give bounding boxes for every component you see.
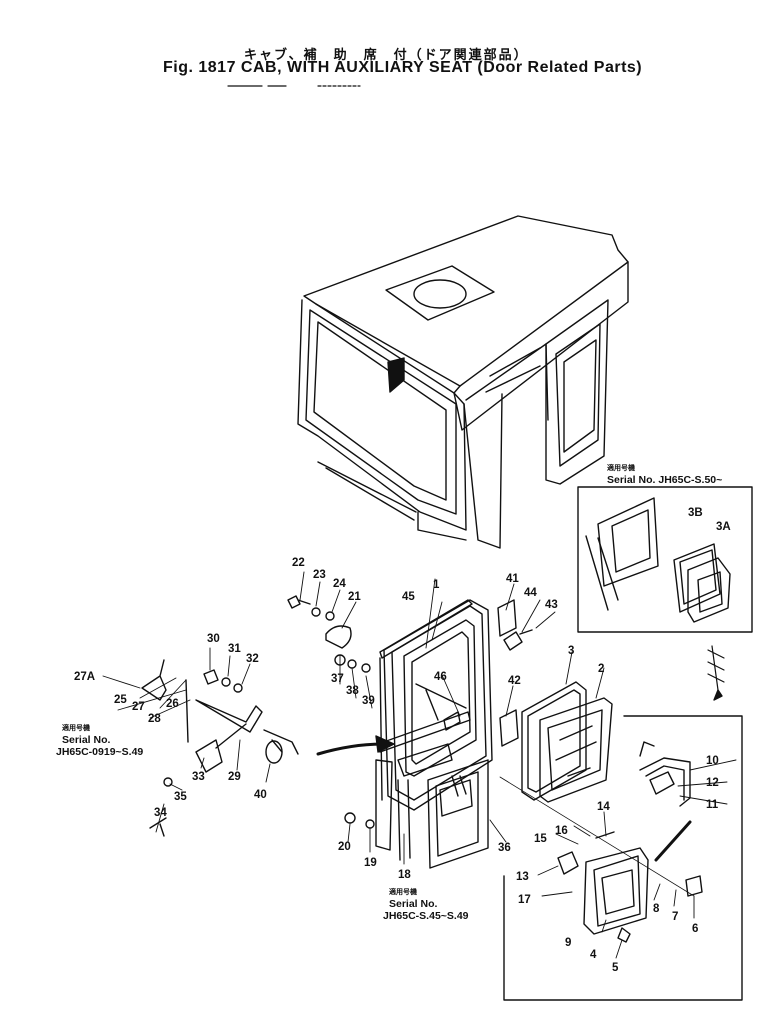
callout-3: 3: [568, 645, 574, 657]
callout-21: 21: [348, 591, 361, 603]
callout-23: 23: [313, 569, 326, 581]
callout-20: 20: [338, 841, 351, 853]
callout-42: 42: [508, 675, 521, 687]
callout-16: 16: [555, 825, 568, 837]
callout-22: 22: [292, 557, 305, 569]
callout-18: 18: [398, 869, 411, 881]
door-assembly: [375, 599, 519, 869]
callout-34: 34: [154, 807, 167, 819]
callout-7: 7: [672, 911, 678, 923]
callout-44: 44: [524, 587, 537, 599]
serial-note-label: Serial No.: [389, 898, 438, 910]
callout-12: 12: [706, 777, 719, 789]
door-window: [521, 681, 613, 803]
callout-35: 35: [174, 791, 187, 803]
serial-note-bottom: 適用号機 Serial No. JH65C-S.45~S.49: [383, 886, 469, 922]
leader-lines: [102, 571, 737, 959]
small-hardware: [141, 595, 533, 837]
callout-1: 1: [433, 579, 440, 591]
callout-27: 27: [132, 701, 145, 713]
callout-43: 43: [545, 599, 558, 611]
callout-32: 32: [246, 653, 259, 665]
callout-5: 5: [612, 962, 619, 974]
figure-title: Fig. 1817 CAB, WITH AUXILIARY SEAT (Door…: [163, 59, 643, 76]
callout-30: 30: [207, 633, 220, 645]
figure-title-japanese: キャブ、補 助 席 付（ドア関連部品）: [244, 48, 529, 63]
callout-46: 46: [434, 671, 447, 683]
callout-8: 8: [653, 903, 660, 915]
callout-10: 10: [706, 755, 719, 767]
callout-3b: 3B: [688, 507, 703, 519]
lower-right-inset: [503, 715, 743, 1001]
serial-note-upper-right: 適用号機 Serial No. JH65C-S.50~: [607, 462, 722, 486]
serial-note-range: JH65C-S.45~S.49: [383, 910, 469, 922]
callout-41: 41: [506, 573, 519, 585]
callout-13: 13: [516, 871, 529, 883]
callout-26: 26: [166, 698, 179, 710]
serial-note-label: Serial No.: [62, 734, 111, 746]
serial-note-text: Serial No. JH65C-S.50~: [607, 474, 723, 486]
callout-4: 4: [590, 949, 597, 961]
callout-36: 36: [498, 842, 511, 854]
serial-note-jp: 適用号機: [62, 724, 90, 732]
callout-3a: 3A: [716, 521, 731, 533]
inset-window-detail: [577, 486, 753, 633]
callout-33: 33: [192, 771, 205, 783]
callout-39: 39: [362, 695, 375, 707]
callout-2: 2: [598, 663, 604, 675]
callout-45: 45: [402, 591, 415, 603]
callout-15: 15: [534, 833, 547, 845]
callout-37: 37: [331, 673, 344, 685]
callout-38: 38: [346, 685, 359, 697]
serial-note-left: 適用号機 Serial No. JH65C-0919~S.49: [56, 722, 143, 758]
callout-40: 40: [254, 789, 267, 801]
serial-note-range: JH65C-0919~S.49: [56, 746, 144, 758]
callout-numbers: 1 2 3 3A 3B 5 4 6 7 8 9 10 11 12 13 14 1…: [74, 507, 731, 974]
callout-6: 6: [692, 923, 698, 935]
callout-31: 31: [228, 643, 241, 655]
callout-14: 14: [597, 801, 610, 813]
arrows: [316, 645, 725, 862]
callout-29: 29: [228, 771, 241, 783]
callout-27a: 27A: [74, 671, 95, 683]
serial-note-jp: 適用号機: [607, 464, 635, 472]
callout-11: 11: [706, 799, 719, 811]
serial-note-jp: 適用号機: [389, 888, 417, 896]
callout-19: 19: [364, 857, 377, 869]
callout-17: 17: [518, 894, 531, 906]
callout-24: 24: [333, 578, 346, 590]
cab-body: [297, 215, 629, 549]
callout-9: 9: [565, 937, 571, 949]
callout-25: 25: [114, 694, 127, 706]
callout-28: 28: [148, 713, 161, 725]
